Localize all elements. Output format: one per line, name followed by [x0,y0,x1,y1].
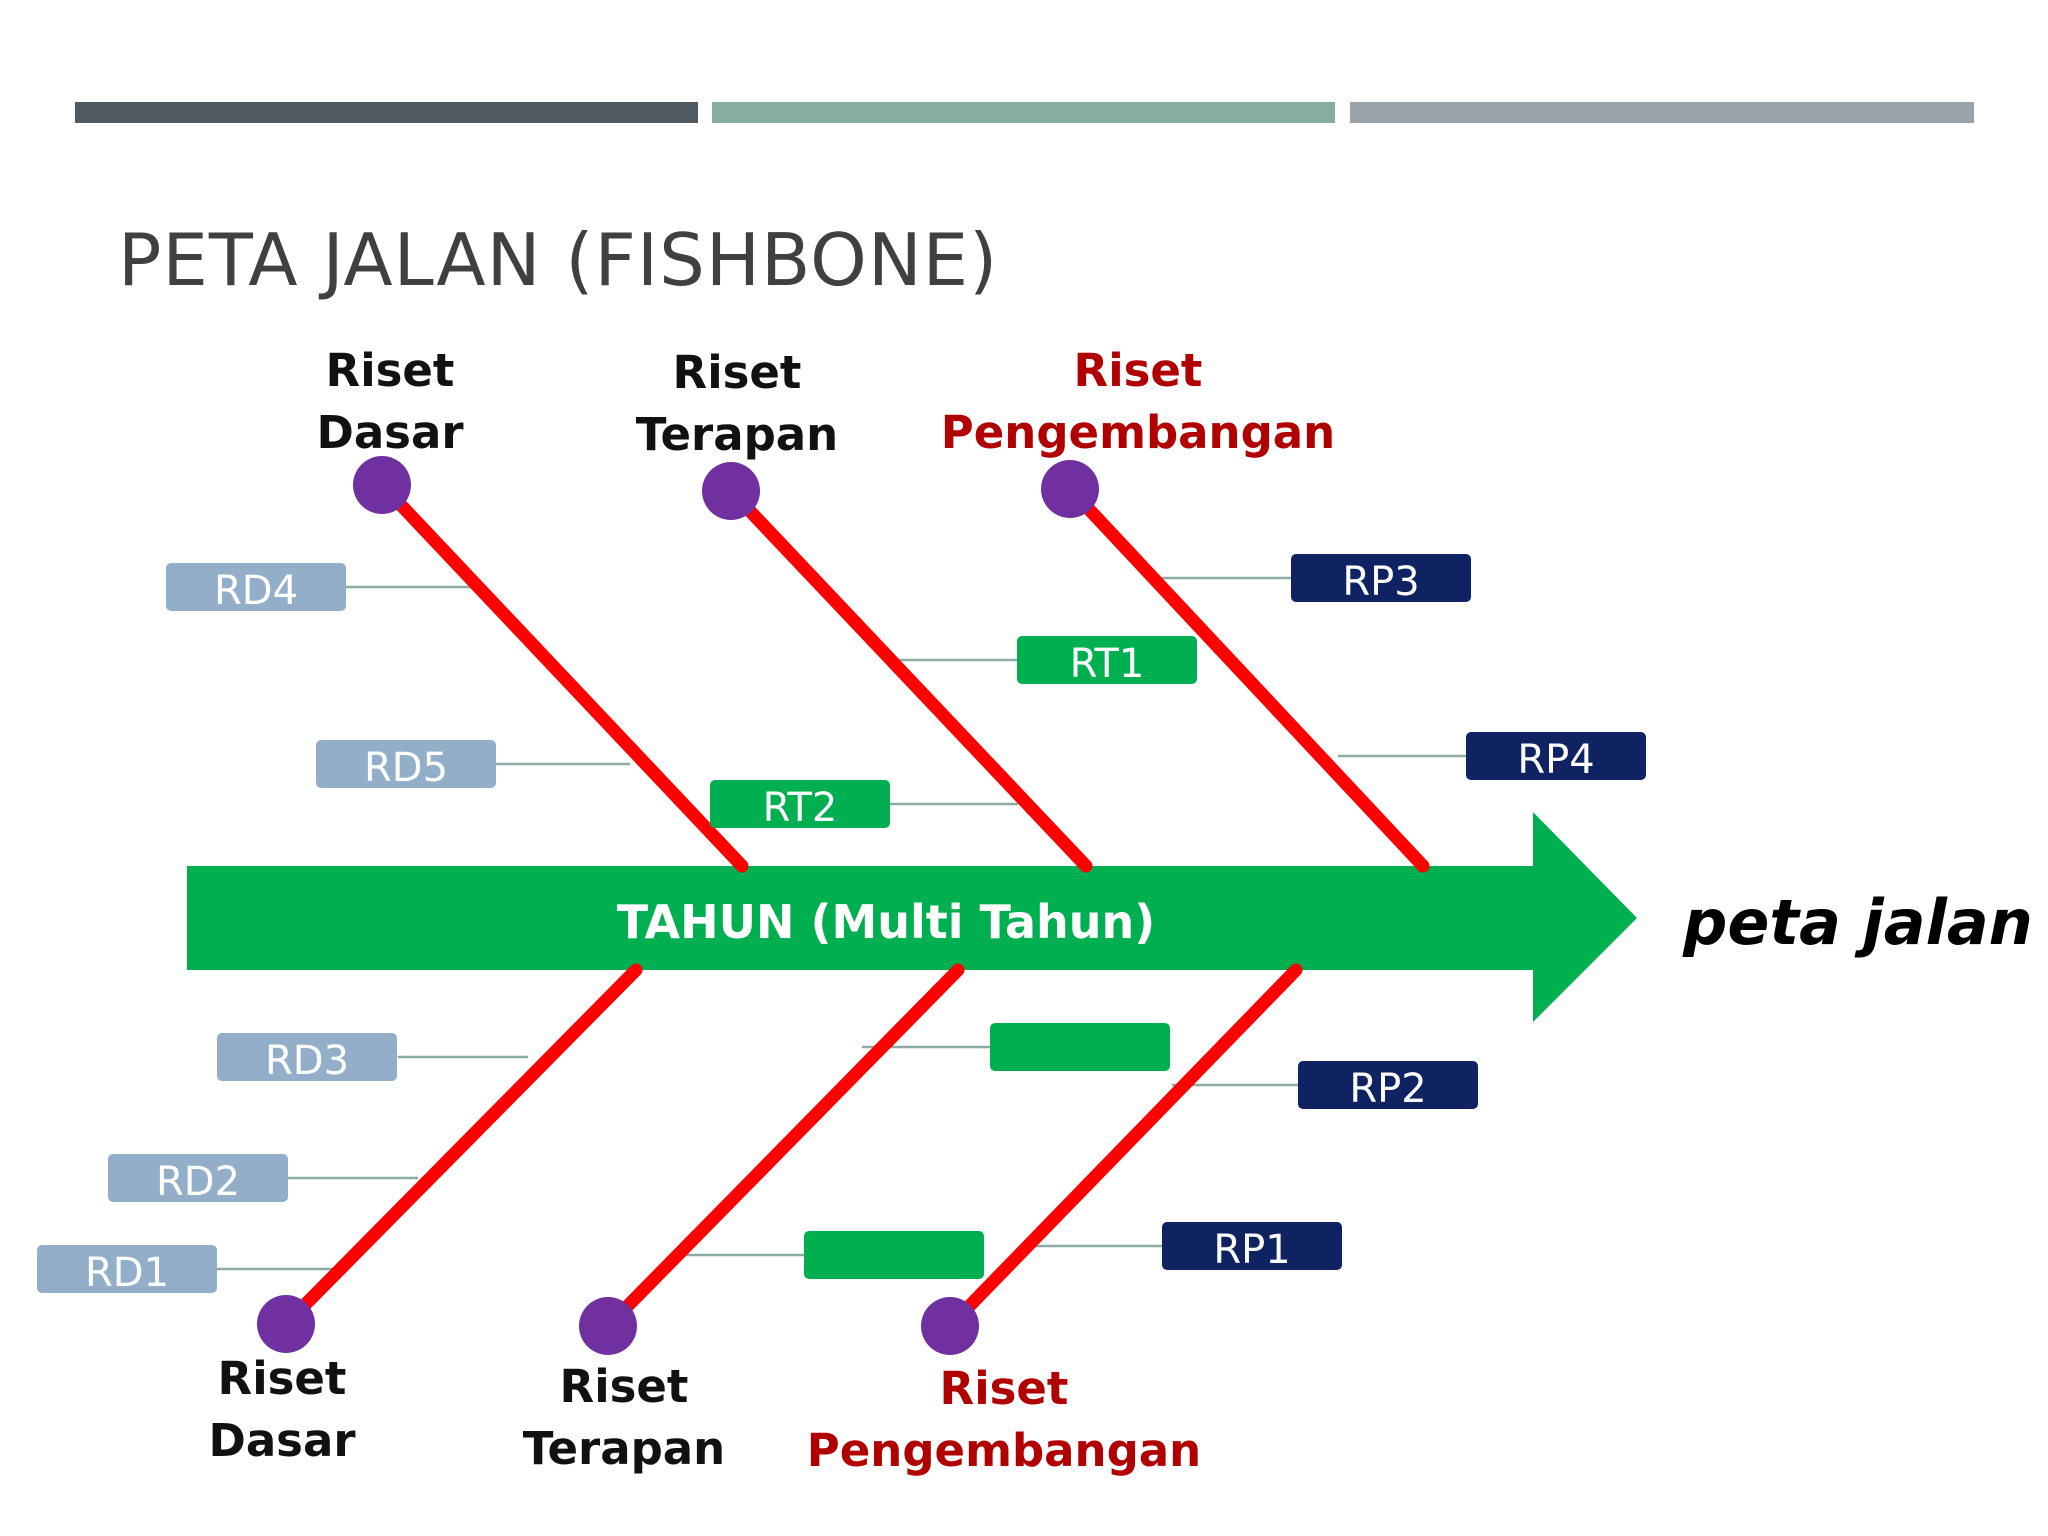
bone-bottom-riset-terapan [601,963,965,1333]
label-line-2: Dasar [208,1414,356,1467]
tag-rp3-label: RP3 [1342,559,1419,605]
label-line-2: Pengembangan [806,1424,1202,1477]
top-bar-segment-3 [1350,102,1974,123]
endpoint-dot [921,1297,979,1355]
label-bottom-riset-terapan: Riset Terapan [523,1356,725,1480]
tag-rd2-label: RD2 [156,1159,240,1205]
tag-rp3: RP3 [1291,554,1471,605]
tag-rd2: RD2 [108,1154,288,1205]
bone-top-riset-terapan [724,484,1093,873]
label-top-riset-pengembangan: Riset Pengembangan [941,340,1335,464]
connectors [216,576,1468,1271]
bone-top-riset-pengembangan [1063,482,1430,873]
tag-rd3: RD3 [217,1033,397,1084]
tag-rp2: RP2 [1298,1061,1478,1112]
bone-top-riset-dasar [375,478,749,873]
label-line-2: Pengembangan [940,406,1336,459]
label-line-1: Riset [325,344,455,397]
label-line-1: Riset [559,1360,689,1413]
tag-rt1-label: RT1 [1070,641,1145,687]
tag-rp2-label: RP2 [1349,1066,1426,1112]
label-line-2: Dasar [316,406,464,459]
label-line-1: Riset [1073,344,1203,397]
bone-bottom-riset-pengembangan [943,963,1303,1333]
label-line-1: Riset [939,1362,1069,1415]
tag-rp1-label: RP1 [1213,1227,1290,1273]
output-label: peta jalan [1682,886,2033,959]
tag-rp4: RP4 [1466,732,1646,783]
slide-title: PETA JALAN (FISHBONE) [118,218,999,302]
endpoints [257,456,1099,1355]
tag-rd5: RD5 [316,740,496,791]
bones [279,478,1430,1333]
tag-rp4-label: RP4 [1517,737,1594,783]
endpoint-dot [1041,460,1099,518]
label-top-riset-terapan: Riset Terapan [636,342,838,466]
label-bottom-riset-dasar: Riset Dasar [208,1348,355,1472]
tag-rd1: RD1 [37,1245,217,1296]
tag-rt-blank-upper [990,1023,1170,1071]
top-bar-segment-1 [75,102,698,123]
endpoint-dot [579,1297,637,1355]
spine-arrow [187,812,1637,1022]
spine-label: TAHUN (Multi Tahun) [617,895,1156,949]
tag-rt2-label: RT2 [763,785,838,831]
tag-rd4: RD4 [166,563,346,614]
bone-bottom-riset-dasar [279,963,643,1331]
top-bar-segment-2 [712,102,1335,123]
tags: RD4 RD5 RD3 RD2 RD1 RT1 [37,554,1646,1296]
endpoint-dot [353,456,411,514]
label-top-riset-dasar: Riset Dasar [316,340,463,464]
label-line-2: Terapan [522,1422,726,1475]
tag-rd5-label: RD5 [364,745,448,791]
label-bottom-riset-pengembangan: Riset Pengembangan [807,1358,1201,1482]
label-line-1: Riset [672,346,802,399]
tag-rd3-label: RD3 [265,1038,349,1084]
tag-rd1-label: RD1 [85,1250,169,1296]
tag-rt-blank-lower [804,1231,984,1279]
endpoint-dot [702,462,760,520]
tag-rt1: RT1 [1017,636,1197,687]
endpoint-dot [257,1295,315,1353]
tag-rd4-label: RD4 [214,568,298,614]
label-line-2: Terapan [635,408,839,461]
tag-rt2: RT2 [710,780,890,831]
label-line-1: Riset [217,1352,347,1405]
tag-rp1: RP1 [1162,1222,1342,1273]
